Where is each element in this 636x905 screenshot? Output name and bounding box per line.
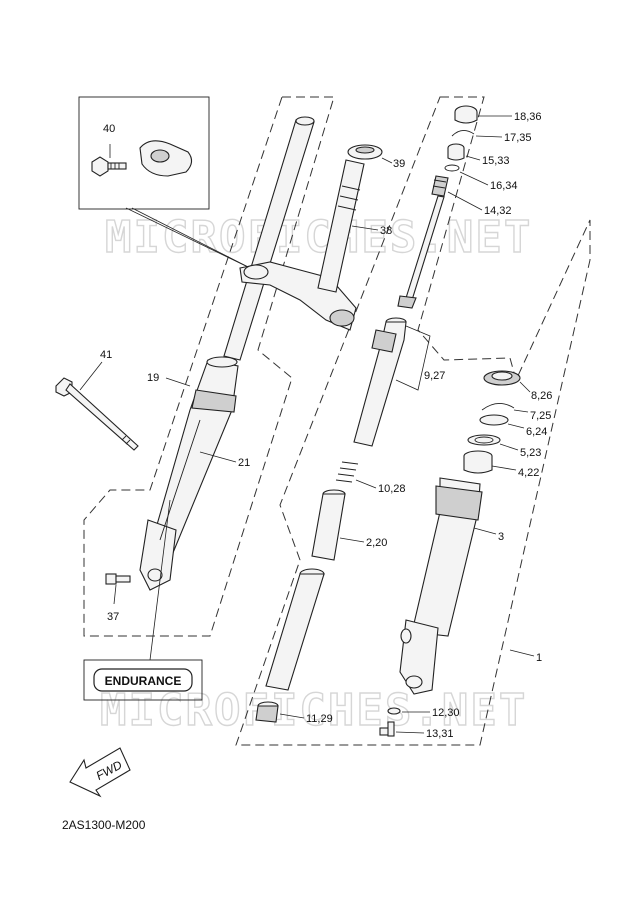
circlip-17-35 — [451, 130, 475, 137]
endurance-text: ENDURANCE — [105, 674, 182, 688]
leader-16-34 — [459, 171, 489, 186]
fork-sleeve — [265, 568, 325, 691]
seal-5-23 — [467, 434, 501, 446]
collar-4-22 — [463, 450, 493, 474]
callout-18-36: 18,36 — [514, 111, 542, 123]
leader-14-32 — [447, 191, 483, 211]
leader-6-24 — [507, 423, 525, 429]
washer-6-24 — [479, 414, 509, 426]
clip-7-25 — [481, 403, 515, 411]
leader-37 — [113, 584, 117, 605]
diagram-code: 2AS1300-M200 — [62, 818, 146, 832]
callout-10-28: 10,28 — [378, 483, 406, 495]
leader-41 — [79, 361, 103, 391]
leader-1 — [509, 649, 535, 657]
endurance-leader — [149, 499, 171, 661]
washer-12-30 — [387, 707, 401, 715]
cap-bolt-18-36 — [454, 105, 478, 124]
steering-stem-38 — [239, 159, 365, 331]
endurance-frame — [83, 659, 203, 701]
callout-16-34: 16,34 — [490, 180, 518, 192]
endurance-badge — [93, 668, 193, 692]
right-fork-group-outline — [235, 96, 591, 746]
oring-16-34 — [444, 164, 460, 172]
watermark-bottom: MICROFICHES.NET — [100, 685, 527, 736]
leader-8-26 — [519, 381, 531, 393]
callout-15-33: 15,33 — [482, 155, 510, 167]
callout-41: 41 — [100, 349, 112, 361]
left-fork-outer-tube — [139, 356, 239, 591]
callout-38: 38 — [380, 225, 392, 237]
spacer-2-20 — [311, 489, 346, 561]
bolt-13-31 — [379, 721, 395, 737]
leader-4-22 — [491, 465, 517, 471]
cartridge-9-27 — [353, 317, 407, 447]
callout-13-31: 13,31 — [426, 728, 454, 740]
callout-6-24: 6,24 — [526, 426, 547, 438]
callout-11-29: 11,29 — [306, 713, 333, 725]
leader-19 — [165, 377, 191, 387]
callout-1: 1 — [536, 652, 542, 664]
callout-39: 39 — [393, 158, 405, 170]
leader-21 — [199, 451, 237, 463]
leader-11-29 — [279, 713, 305, 719]
callout-8-26: 8,26 — [531, 390, 552, 402]
inset-leader-b — [131, 207, 263, 275]
callout-21: 21 — [238, 457, 250, 469]
front-axle-41 — [55, 377, 139, 451]
leader-39 — [381, 157, 393, 164]
callout-7-25: 7,25 — [530, 410, 551, 422]
spring-10-28 — [335, 461, 359, 483]
inset-leader-a — [125, 207, 251, 269]
callout-14-32: 14,32 — [484, 205, 512, 217]
callout-37: 37 — [107, 611, 119, 623]
fwd-arrow: FWD — [69, 747, 131, 798]
bearing-39 — [347, 144, 383, 160]
bolt-37 — [105, 573, 131, 585]
leader-38 — [351, 225, 379, 231]
inset-bolt-40 — [91, 156, 127, 177]
callout-5-23: 5,23 — [520, 447, 541, 459]
leader-7-25 — [513, 409, 529, 413]
callout-19: 19 — [147, 372, 159, 384]
watermark-top: MICROFICHES.NET — [105, 212, 532, 263]
leader-5-23 — [499, 443, 519, 451]
damper-rod-14-32 — [397, 175, 449, 309]
leader-3 — [473, 527, 497, 535]
callout-12-30: 12,30 — [432, 707, 460, 719]
leader-17-35 — [475, 135, 503, 138]
callout-9-27: 9,27 — [424, 370, 445, 382]
callout-17-35: 17,35 — [504, 132, 532, 144]
leader-10-28 — [355, 479, 377, 489]
detail-inset-box — [78, 96, 210, 210]
left-fork-group-outline — [83, 96, 335, 637]
callout-2-20: 2,20 — [366, 537, 387, 549]
top-cap-8-26 — [483, 370, 521, 386]
bushing-11-29 — [255, 701, 279, 723]
leader-2-20 — [339, 537, 365, 543]
adjuster-15-33 — [447, 143, 465, 161]
callout-4-22: 4,22 — [518, 467, 539, 479]
right-outer-tube-3 — [399, 477, 483, 695]
callout-3: 3 — [498, 531, 504, 543]
leader-9-27 — [395, 325, 431, 391]
callout-40: 40 — [103, 123, 115, 135]
inset-clamp — [139, 140, 193, 177]
leader-13-31 — [395, 731, 425, 734]
leader-15-33 — [465, 155, 481, 161]
